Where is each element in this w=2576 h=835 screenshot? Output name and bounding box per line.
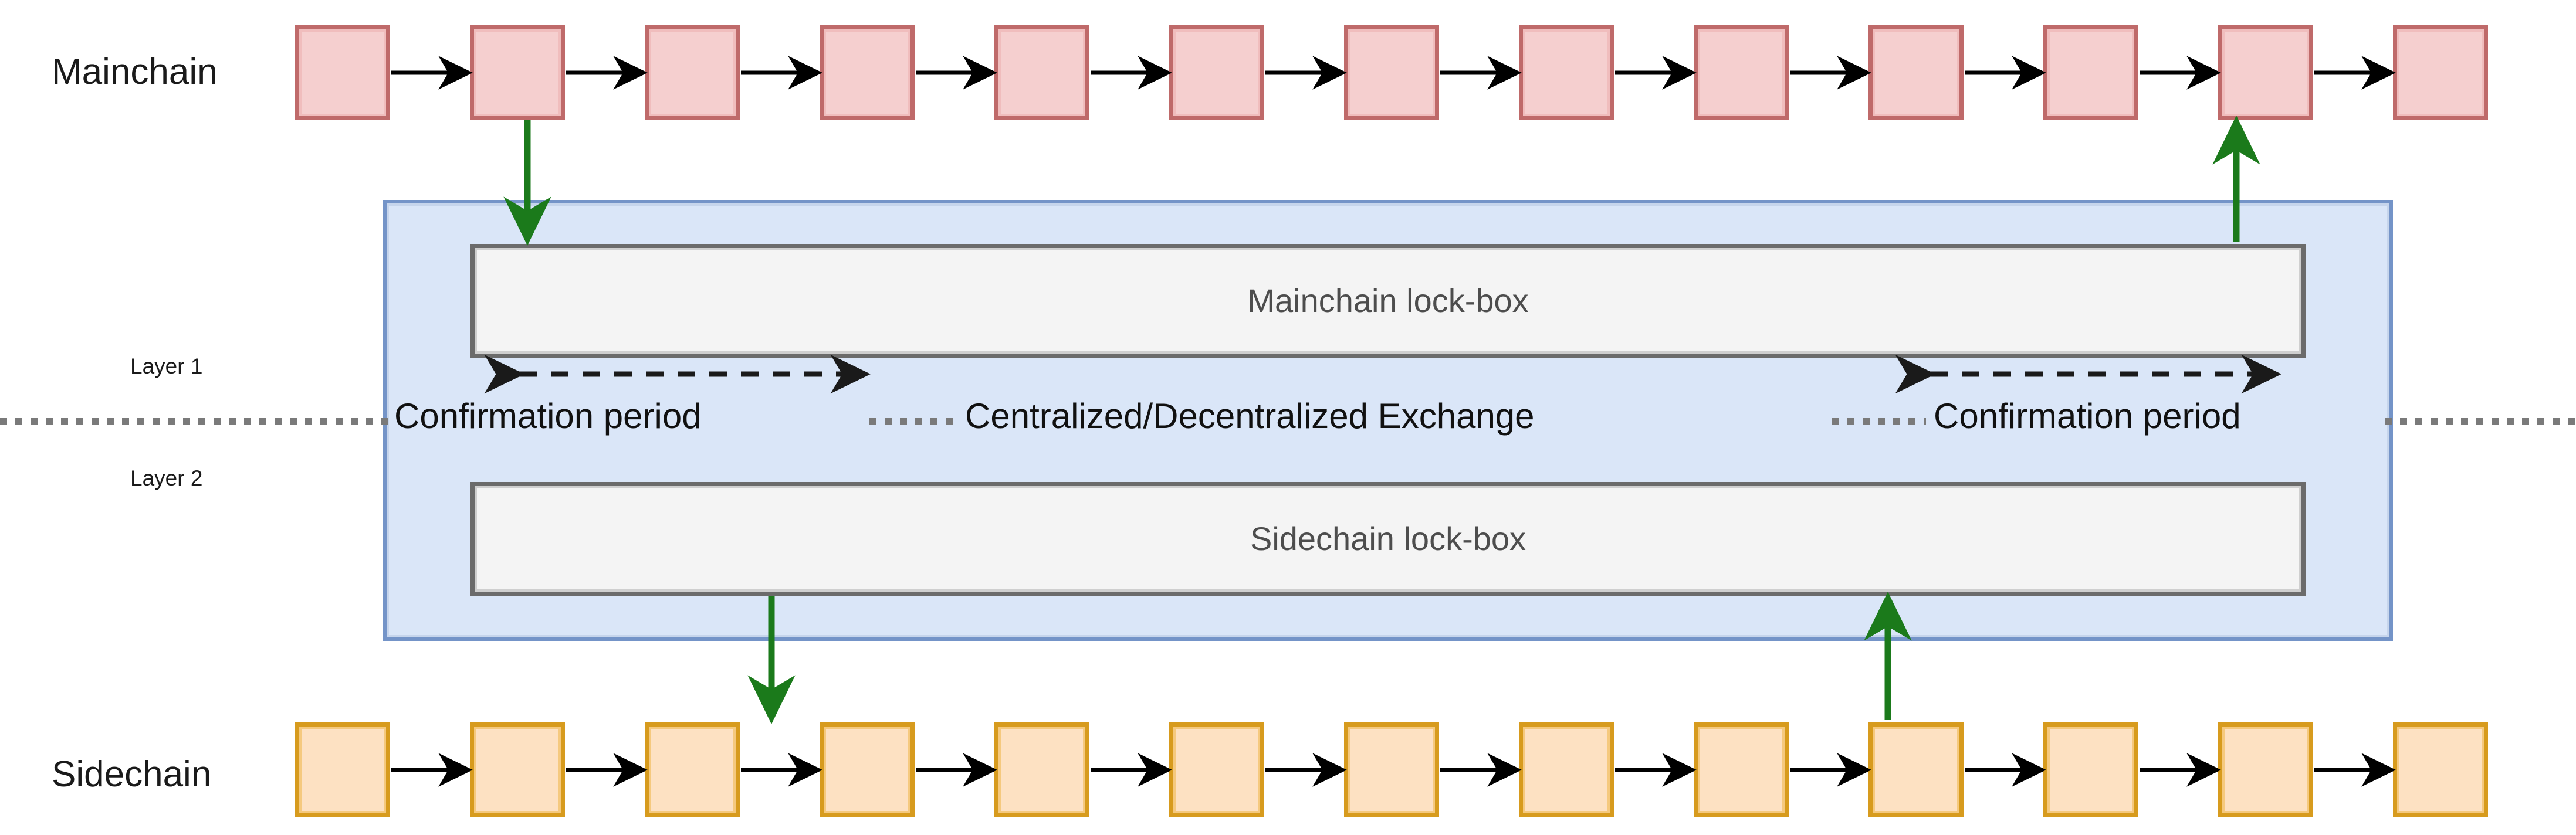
mainchain-block[interactable]	[1344, 25, 1439, 120]
layer-divider-left	[0, 418, 388, 425]
mainchain-block[interactable]	[2393, 25, 2488, 120]
sidechain-block[interactable]	[470, 722, 565, 817]
sidechain-block[interactable]	[1868, 722, 1964, 817]
exchange-label: Centralized/Decentralized Exchange	[965, 396, 1535, 436]
mainchain-block[interactable]	[994, 25, 1089, 120]
layer-divider-mid-right	[1832, 418, 1926, 425]
sidechain-block[interactable]	[1344, 722, 1439, 817]
mainchain-block[interactable]	[2043, 25, 2138, 120]
sidechain-block[interactable]	[1694, 722, 1789, 817]
sidechain-block[interactable]	[994, 722, 1089, 817]
mainchain-block[interactable]	[1694, 25, 1789, 120]
mainchain-block[interactable]	[645, 25, 740, 120]
confirmation-period-right-label: Confirmation period	[1934, 396, 2241, 436]
layer-2-label: Layer 2	[130, 466, 203, 490]
mainchain-block[interactable]	[2218, 25, 2313, 120]
mainchain-lockbox[interactable]: Mainchain lock-box	[470, 244, 2306, 358]
sidechain-lockbox-label: Sidechain lock-box	[1250, 520, 1526, 557]
mainchain-block[interactable]	[1868, 25, 1964, 120]
sidechain-block[interactable]	[1519, 722, 1614, 817]
mainchain-lockbox-label: Mainchain lock-box	[1247, 282, 1529, 319]
layer-divider-mid-left	[869, 418, 957, 425]
mainchain-block[interactable]	[1519, 25, 1614, 120]
sidechain-block[interactable]	[2393, 722, 2488, 817]
mainchain-block[interactable]	[470, 25, 565, 120]
sidechain-block[interactable]	[295, 722, 390, 817]
sidechain-block[interactable]	[1169, 722, 1264, 817]
confirmation-period-left-label: Confirmation period	[394, 396, 702, 436]
sidechain-lockbox[interactable]: Sidechain lock-box	[470, 482, 2306, 596]
mainchain-block[interactable]	[295, 25, 390, 120]
sidechain-block[interactable]	[820, 722, 915, 817]
mainchain-block[interactable]	[820, 25, 915, 120]
sidechain-block[interactable]	[645, 722, 740, 817]
mainchain-block[interactable]	[1169, 25, 1264, 120]
layer-divider-right	[2385, 418, 2576, 425]
sidechain-block[interactable]	[2218, 722, 2313, 817]
layer-1-label: Layer 1	[130, 354, 203, 378]
sidechain-row-label: Sidechain	[52, 754, 212, 795]
mainchain-row-label: Mainchain	[52, 52, 218, 92]
sidechain-block[interactable]	[2043, 722, 2138, 817]
